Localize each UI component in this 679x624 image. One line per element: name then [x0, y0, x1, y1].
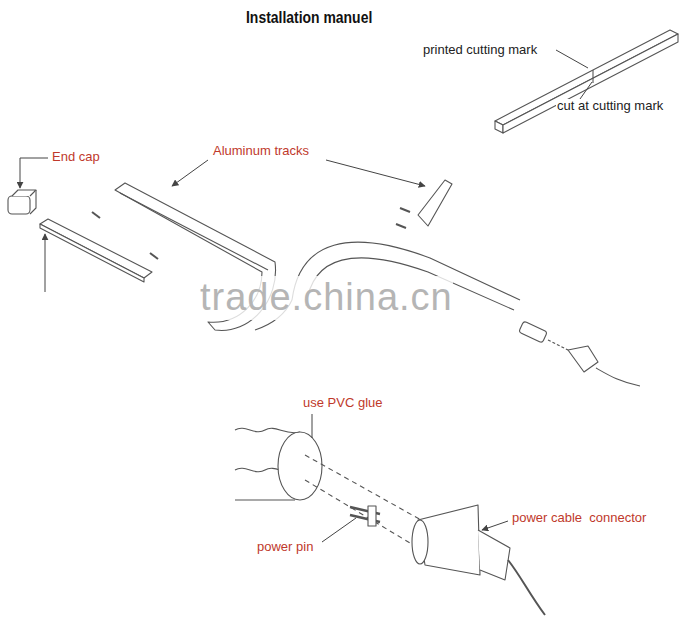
connector-mouth [412, 520, 428, 564]
leader-line [556, 50, 588, 68]
leader-line [322, 518, 356, 542]
cable [596, 368, 640, 386]
part-label: Aluminum tracks [212, 144, 310, 159]
leader-line [580, 82, 592, 99]
leader-arrow [482, 521, 508, 530]
leader-arrow [172, 160, 208, 186]
end-cap-side [30, 190, 36, 214]
power-pin-body [368, 506, 376, 526]
cable [508, 560, 545, 615]
connector [519, 321, 548, 343]
end-cap-top [12, 190, 36, 196]
screw [396, 224, 406, 228]
leader-arrow [45, 234, 46, 292]
rod-end [495, 121, 503, 133]
part-label: power cable connector [511, 511, 647, 526]
part-label: cut at cutting mark [556, 99, 664, 114]
part-label: power pin [256, 540, 314, 555]
tube-edge [235, 499, 295, 500]
guide-line [305, 455, 430, 525]
connector-neck [478, 530, 510, 580]
screw [92, 212, 100, 218]
guide-line [305, 480, 430, 555]
track-piece [418, 180, 452, 226]
flat-track [40, 219, 152, 278]
part-label: End cap [51, 150, 101, 165]
track-groove [120, 193, 268, 270]
screw [150, 253, 158, 259]
leader-arrow [20, 158, 48, 188]
pin [548, 340, 568, 350]
end-cap [8, 196, 30, 214]
leader-line [312, 414, 313, 438]
watermark: trade.china.cn [200, 276, 453, 320]
tube-end [278, 432, 322, 500]
leader-arrow [326, 160, 425, 186]
plug [568, 346, 598, 372]
screw [400, 208, 410, 212]
flat-track-edge [40, 224, 144, 282]
cutting-mark [592, 70, 593, 83]
part-label: printed cutting mark [422, 43, 538, 58]
tube-edge [235, 428, 300, 433]
part-label: use PVC glue [302, 396, 384, 411]
page-title: Installation manuel [246, 8, 372, 28]
